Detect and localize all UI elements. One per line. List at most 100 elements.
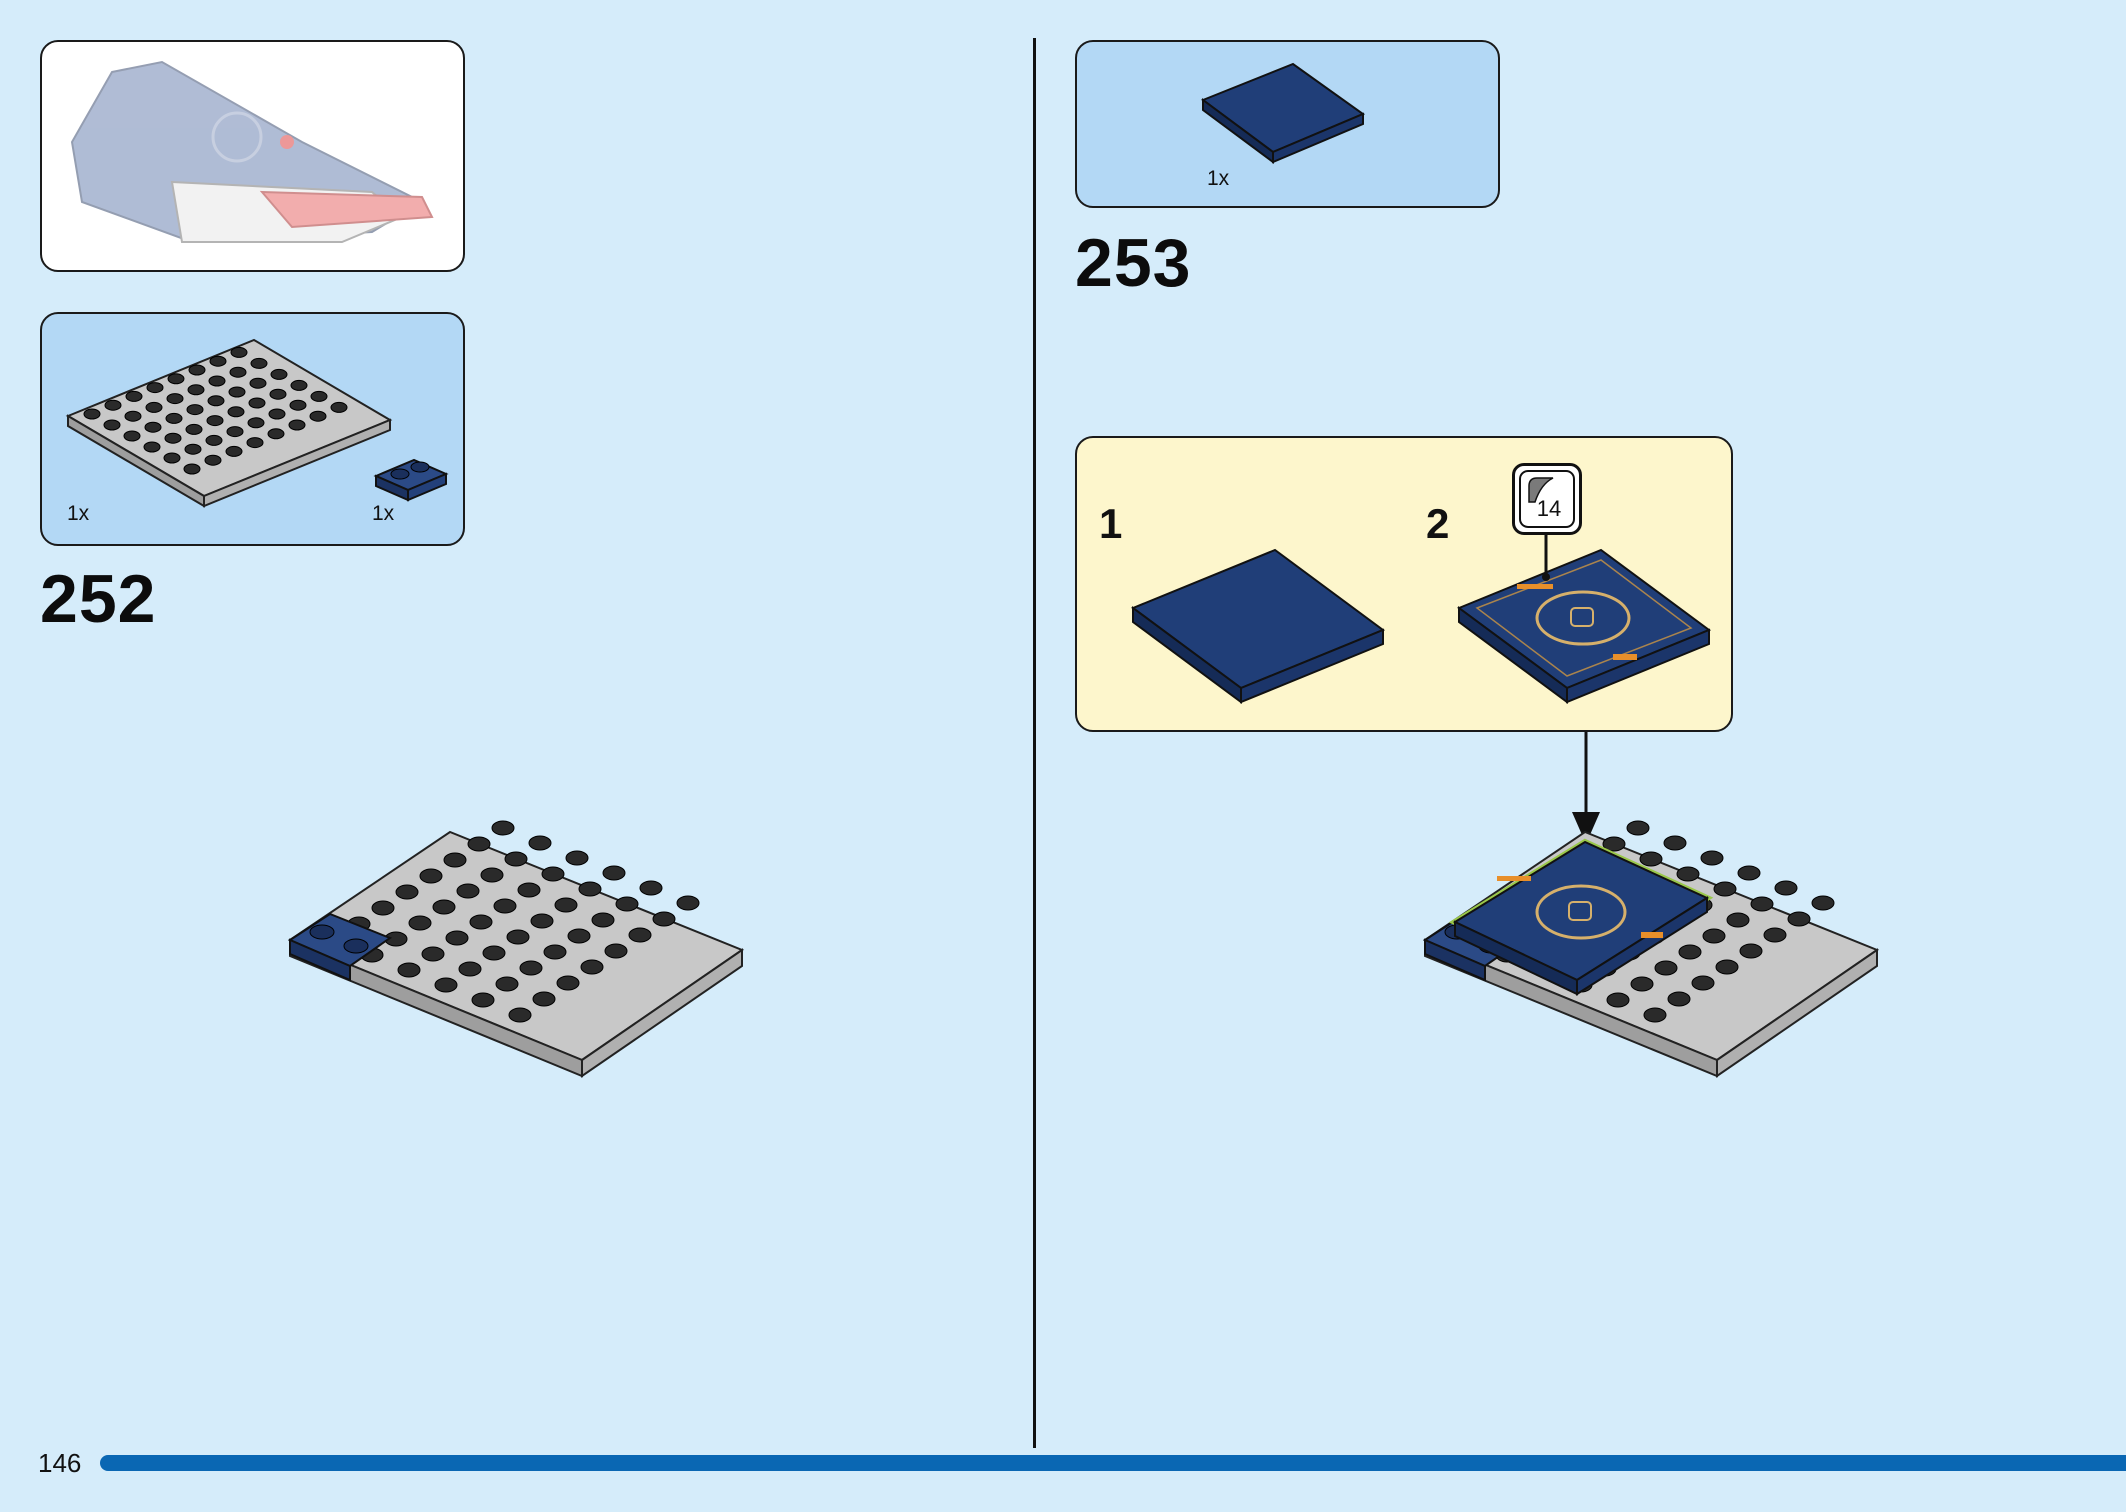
substep-box: 1 2	[1075, 436, 1733, 732]
stud	[443, 852, 467, 868]
stud	[541, 866, 565, 882]
stud	[164, 432, 182, 444]
stud	[188, 364, 206, 376]
stud	[229, 366, 247, 378]
stud	[1691, 975, 1715, 991]
stud	[1654, 960, 1678, 976]
stud	[432, 899, 456, 915]
stud	[1663, 835, 1687, 851]
stud	[528, 835, 552, 851]
part-qty: 1x	[67, 502, 90, 525]
stud	[1667, 991, 1691, 1007]
stud	[471, 992, 495, 1008]
stud	[434, 977, 458, 993]
assembly-illustration-252	[287, 820, 745, 1078]
stud	[1676, 866, 1700, 882]
stud	[491, 820, 515, 836]
stud	[125, 390, 143, 402]
step-number: 253	[1075, 225, 1192, 301]
footer-bar	[100, 1455, 2126, 1471]
stud	[397, 962, 421, 978]
stud	[565, 850, 589, 866]
stud	[1602, 836, 1626, 852]
stud	[519, 960, 543, 976]
stud	[1774, 880, 1798, 896]
stud	[183, 463, 201, 475]
sticker-leader-line	[1542, 533, 1550, 581]
stud	[166, 393, 184, 405]
stud	[639, 880, 663, 896]
stud	[543, 944, 567, 960]
stud	[208, 375, 226, 387]
assembly-illustration-253	[1422, 820, 1880, 1078]
stud	[580, 959, 604, 975]
parts-box-step-252: 1x 1x	[40, 312, 465, 546]
sticker-number: 14	[1536, 496, 1562, 521]
stud	[103, 419, 121, 431]
stud	[267, 428, 285, 440]
stud	[206, 415, 224, 427]
stud	[269, 388, 287, 400]
stud	[1763, 927, 1787, 943]
stud	[554, 897, 578, 913]
stud	[445, 930, 469, 946]
stud	[185, 423, 203, 435]
stud	[248, 397, 266, 409]
stud	[184, 443, 202, 455]
tile-with-sticker	[1456, 548, 1712, 704]
stud	[1700, 850, 1724, 866]
stud	[1626, 820, 1650, 836]
stud	[290, 379, 308, 391]
stud	[482, 945, 506, 961]
stud	[1787, 911, 1811, 927]
stud	[83, 408, 101, 420]
part-qty: 1x	[1207, 167, 1230, 190]
substep-label: 2	[1426, 500, 1450, 547]
stud	[676, 895, 700, 911]
stud	[506, 929, 530, 945]
stud	[508, 1007, 532, 1023]
stud	[124, 410, 142, 422]
stud	[165, 412, 183, 424]
stud	[123, 430, 141, 442]
stud	[395, 884, 419, 900]
stud	[143, 441, 161, 453]
stud	[1715, 959, 1739, 975]
stud	[371, 900, 395, 916]
model-preview-illustration	[70, 60, 434, 244]
arrow-down-icon	[1572, 732, 1600, 844]
stud	[246, 437, 264, 449]
stud	[310, 390, 328, 402]
sticker-callout: 14	[1512, 463, 1582, 535]
stud	[1630, 976, 1654, 992]
stud	[228, 386, 246, 398]
stud	[1606, 992, 1630, 1008]
stud	[1726, 912, 1750, 928]
stud	[480, 867, 504, 883]
stud	[419, 868, 443, 884]
stud	[247, 417, 265, 429]
stud	[1811, 895, 1835, 911]
tile-plain	[1130, 548, 1386, 704]
stud	[504, 851, 528, 867]
stud	[1702, 928, 1726, 944]
stud	[330, 401, 348, 413]
sticker-icon: 14	[1519, 470, 1575, 528]
stud	[227, 406, 245, 418]
step-number: 252	[40, 561, 157, 637]
stud	[567, 928, 591, 944]
page-divider	[1033, 38, 1036, 1448]
stud	[556, 975, 580, 991]
stud	[1678, 944, 1702, 960]
stud	[145, 401, 163, 413]
model-preview-box	[40, 40, 465, 272]
stud	[163, 452, 181, 464]
stud	[268, 408, 286, 420]
stud	[289, 399, 307, 411]
stud	[591, 912, 615, 928]
stud	[186, 404, 204, 416]
stud	[309, 410, 327, 422]
stud	[204, 454, 222, 466]
stud	[604, 943, 628, 959]
stud	[467, 836, 491, 852]
